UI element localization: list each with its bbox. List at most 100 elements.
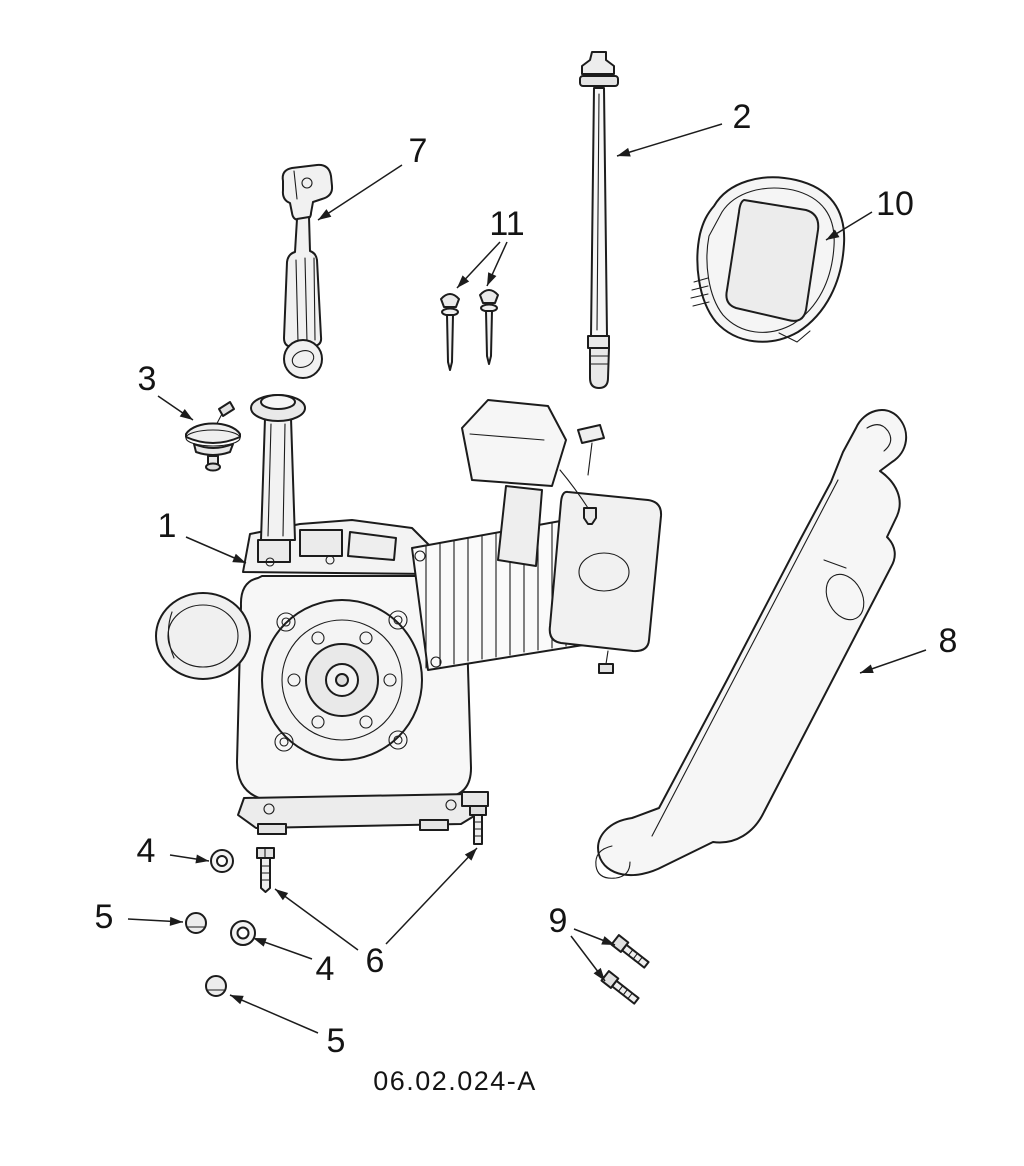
callout-label-10: 10 bbox=[876, 185, 914, 223]
shield-body bbox=[597, 409, 908, 877]
dipstick-lower-joint bbox=[587, 335, 610, 349]
dipstick-tip-rings bbox=[589, 355, 609, 365]
bolt-threads bbox=[627, 949, 643, 964]
bolt-shaft bbox=[260, 857, 271, 893]
callout-label-4-lower: 4 bbox=[316, 950, 335, 988]
part-plug-lower bbox=[205, 975, 227, 997]
dipstick-tube-centerline bbox=[596, 93, 600, 331]
shield-top-hook bbox=[866, 424, 892, 452]
callout-label-2: 2 bbox=[733, 98, 752, 136]
cap-stem-tip bbox=[205, 462, 221, 472]
flywheel-bolts bbox=[287, 631, 397, 729]
handle-grip bbox=[283, 216, 323, 348]
plug-wire bbox=[559, 469, 589, 509]
leader-arrowhead bbox=[315, 209, 332, 224]
leader-arrowhead bbox=[169, 916, 184, 927]
part-breather-screw-a bbox=[440, 293, 460, 371]
intake-snorkel-line bbox=[469, 433, 545, 441]
callout-label-6: 6 bbox=[366, 942, 385, 980]
intake-pipe bbox=[497, 485, 543, 567]
leader-arrowhead bbox=[858, 664, 874, 678]
bolt-threads bbox=[260, 865, 271, 881]
washer-hole bbox=[236, 926, 250, 940]
air-box bbox=[548, 490, 663, 653]
oil-fill-cap-top bbox=[260, 394, 296, 410]
coil-block bbox=[299, 529, 343, 557]
crank-nut bbox=[335, 673, 349, 687]
top-rod-bracket bbox=[577, 424, 605, 444]
lower-bolt-threads bbox=[473, 821, 483, 837]
plug-dome bbox=[185, 912, 207, 934]
leader-arrowhead bbox=[615, 147, 631, 161]
part-handle-tool bbox=[281, 163, 334, 379]
part-plug-upper bbox=[185, 912, 207, 934]
part-engine-assembly bbox=[155, 394, 663, 845]
air-box-detail bbox=[578, 552, 630, 592]
handle-head-detail bbox=[293, 170, 313, 200]
top-rod bbox=[587, 442, 593, 476]
mount-foot-right bbox=[419, 819, 449, 831]
callout-label-9: 9 bbox=[549, 902, 568, 940]
bolt-threads bbox=[617, 985, 633, 1000]
exhaust-muffler-hatch bbox=[167, 611, 175, 659]
ignition-module bbox=[257, 539, 291, 563]
part-breather-cap bbox=[185, 401, 241, 472]
deck-bolts bbox=[265, 555, 335, 567]
exhaust-muffler bbox=[155, 592, 251, 680]
screw-shaft bbox=[446, 314, 454, 371]
part-heat-shield bbox=[595, 409, 908, 879]
leader-lines bbox=[127, 123, 927, 1034]
part-washer-lower bbox=[230, 920, 256, 946]
callout-label-1: 1 bbox=[158, 507, 177, 545]
callout-label-7: 7 bbox=[409, 132, 428, 170]
screw-shaft bbox=[485, 310, 493, 365]
part-shield-bolt-b bbox=[600, 970, 640, 1005]
carb-drain-nut bbox=[598, 663, 614, 674]
part-washer-upper bbox=[210, 849, 234, 873]
screw-cap bbox=[479, 289, 499, 304]
oil-fill-neck bbox=[260, 417, 296, 541]
callout-leaders bbox=[127, 123, 927, 1034]
leader-arrowhead bbox=[482, 272, 497, 288]
cap-skirt bbox=[193, 443, 234, 456]
mount-foot-left bbox=[257, 823, 287, 835]
shield-bottom-curl bbox=[595, 845, 631, 879]
oil-fill-neck-lines bbox=[267, 423, 286, 537]
dipstick-cap bbox=[581, 51, 615, 75]
part-drain-bolt bbox=[256, 847, 275, 893]
lower-bolt-head bbox=[469, 805, 487, 816]
screw-cap bbox=[440, 293, 460, 308]
deck-bracket bbox=[347, 531, 397, 561]
part-dipstick-tube bbox=[579, 51, 619, 389]
dipstick-collar bbox=[579, 75, 619, 87]
cap-top-bolt-head bbox=[218, 401, 235, 417]
handle-grip-shading bbox=[295, 257, 316, 343]
cover-ribs bbox=[690, 277, 710, 307]
leader-arrowhead bbox=[195, 854, 210, 866]
callout-label-11: 11 bbox=[489, 205, 524, 243]
shield-rib bbox=[823, 559, 847, 569]
part-shield-bolt-a bbox=[610, 934, 650, 969]
cap-dome bbox=[185, 422, 241, 444]
callout-label-8: 8 bbox=[939, 622, 958, 660]
handle-knob-detail bbox=[291, 350, 315, 368]
shield-fold-line bbox=[651, 479, 839, 837]
mount-lugs bbox=[274, 610, 408, 752]
leader-arrowhead bbox=[272, 885, 289, 901]
exhaust-muffler-inner bbox=[167, 604, 239, 668]
handle-end-knob bbox=[283, 339, 323, 379]
shield-boss bbox=[825, 573, 865, 621]
carb-drain bbox=[605, 650, 609, 665]
cover-bottom-tab bbox=[778, 330, 811, 343]
callout-label-4-upper: 4 bbox=[137, 832, 156, 870]
callout-labels: 1 2 3 4 4 5 5 6 7 8 9 10 11 bbox=[95, 98, 958, 1060]
leader-arrowhead bbox=[228, 990, 244, 1005]
lower-bracket bbox=[461, 791, 489, 807]
part-breather-screw-b bbox=[479, 289, 499, 365]
rail-bolts bbox=[263, 799, 457, 815]
cap-base-rim bbox=[185, 429, 241, 447]
spark-plug bbox=[583, 507, 597, 525]
part-engine-cover bbox=[690, 176, 846, 343]
